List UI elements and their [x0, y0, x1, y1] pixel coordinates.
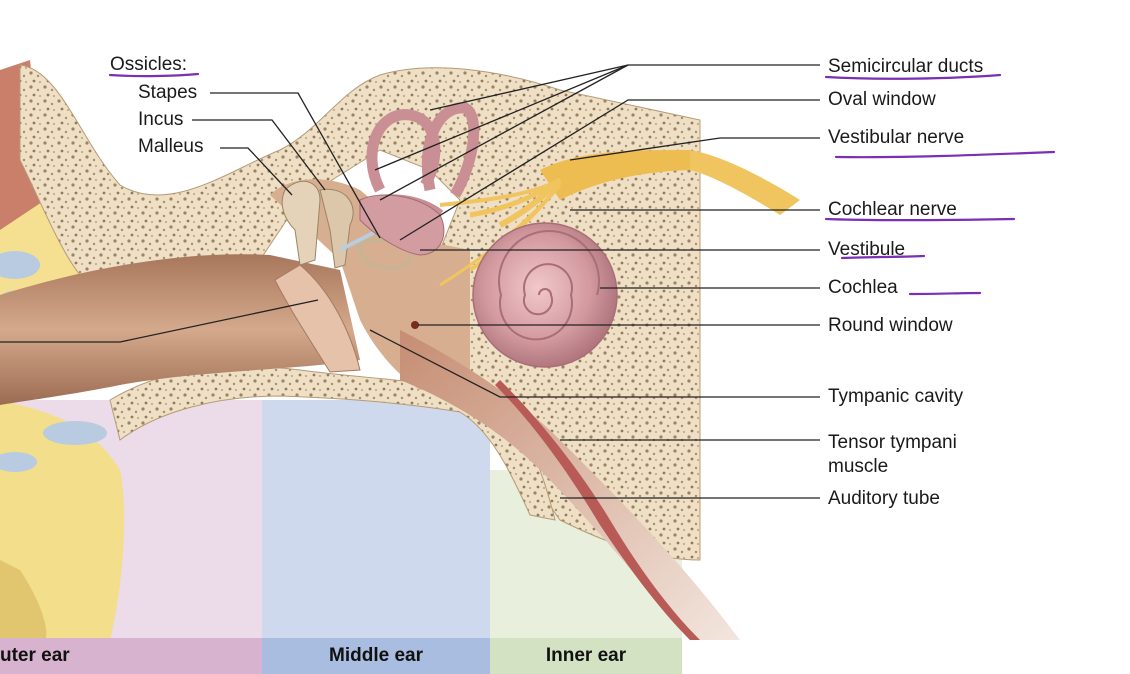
label-ossicles: Ossicles:	[110, 54, 188, 75]
leader-lines	[0, 64, 820, 499]
label-stapes: Stapes	[138, 82, 198, 103]
label-vestibular-nerve: Vestibular nerve	[828, 127, 965, 148]
vestibule	[359, 194, 445, 256]
round-window	[411, 321, 419, 329]
label-auditory-tube: Auditory tube	[828, 488, 940, 509]
middle-ear-band	[262, 638, 490, 674]
region-inner-ear: Inner ear	[545, 645, 627, 666]
label-oval-window: Oval window	[828, 89, 936, 110]
middle-ear-panel	[262, 400, 490, 638]
middle-ear-cavity	[270, 179, 470, 390]
inner-ear-band	[490, 638, 682, 674]
label-cochlear-nerve: Cochlear nerve	[828, 199, 957, 220]
tympanic-membrane	[274, 264, 361, 373]
label-malleus: Malleus	[138, 136, 204, 157]
underline-ossicles	[108, 72, 200, 78]
label-round-window: Round window	[828, 315, 953, 336]
ossicles	[281, 180, 414, 271]
temporal-bone-lower	[109, 365, 556, 521]
underline-semicircular-ducts	[824, 73, 1002, 80]
cochlea	[472, 222, 618, 368]
auditory-tube	[400, 330, 740, 640]
label-vestibule: Vestibule	[828, 239, 906, 260]
highlight-underlines	[108, 72, 1056, 296]
underline-cochlear-nerve	[824, 217, 1016, 222]
underline-vestibular-nerve	[834, 150, 1056, 159]
region-outer-ear: uter ear	[0, 645, 70, 666]
label-semicircular-ducts: Semicircular ducts	[828, 56, 984, 77]
label-incus: Incus	[138, 109, 184, 130]
region-middle-ear: Middle ear	[329, 645, 423, 666]
label-cochlea: Cochlea	[828, 277, 898, 298]
underline-cochlea	[908, 291, 982, 296]
underline-vestibule	[840, 254, 926, 260]
tensor-tympani-muscle	[495, 380, 700, 640]
label-tympanic-cavity: Tympanic cavity	[828, 386, 964, 407]
label-tensor-tympani-muscle: muscle	[828, 456, 889, 477]
label-tensor-tympani: Tensor tympani	[828, 432, 957, 453]
outer-ear-band	[0, 638, 262, 674]
